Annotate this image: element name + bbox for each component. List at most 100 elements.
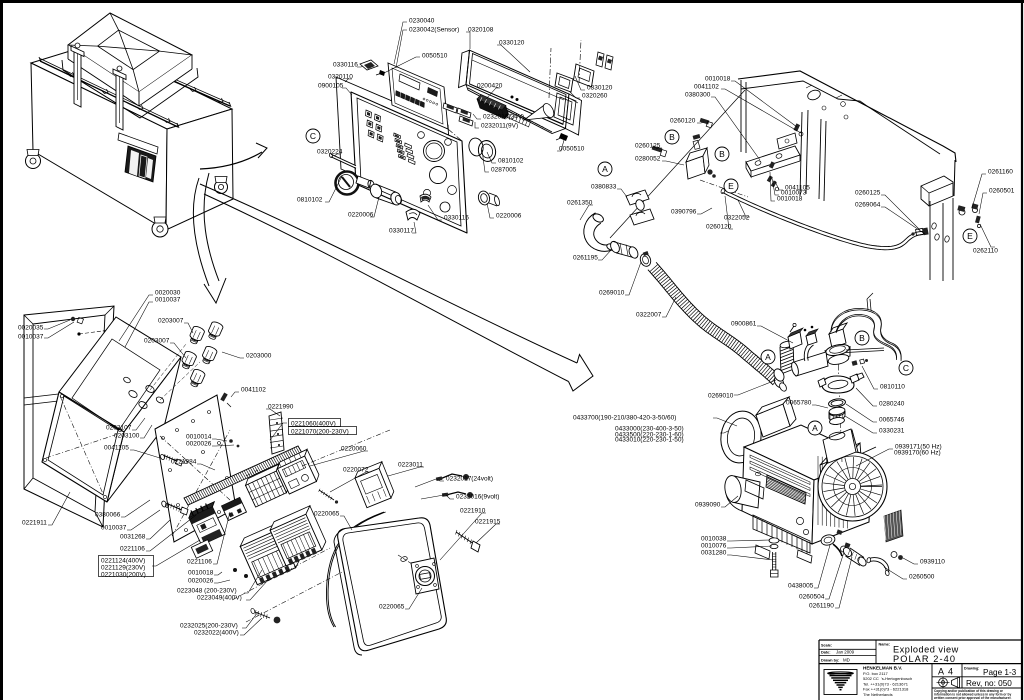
svg-text:0260120: 0260120 — [706, 223, 732, 230]
svg-text:0020030: 0020030 — [155, 289, 181, 296]
svg-text:B: B — [669, 132, 675, 142]
svg-text:0320224: 0320224 — [317, 148, 343, 155]
svg-text:0330231: 0330231 — [879, 427, 905, 434]
svg-text:0041102: 0041102 — [694, 83, 719, 90]
svg-text:0433500(220-230-1-60): 0433500(220-230-1-60) — [615, 431, 684, 438]
svg-text:0200420: 0200420 — [477, 82, 503, 89]
svg-text:B: B — [859, 333, 865, 343]
svg-text:0031280: 0031280 — [701, 549, 727, 556]
svg-text:E: E — [967, 231, 973, 241]
svg-text:0269010: 0269010 — [599, 289, 625, 296]
svg-text:0322007: 0322007 — [636, 311, 662, 318]
svg-text:0020035: 0020035 — [18, 324, 44, 331]
svg-text:0433010(220-230-1-50): 0433010(220-230-1-50) — [615, 436, 684, 443]
svg-text:0223011: 0223011 — [398, 461, 423, 468]
svg-text:0900861: 0900861 — [731, 320, 757, 327]
svg-text:0380066: 0380066 — [95, 511, 121, 518]
svg-text:0939110: 0939110 — [920, 558, 945, 565]
svg-text:0221911: 0221911 — [22, 519, 47, 526]
svg-text:0221070(200-230V): 0221070(200-230V) — [291, 428, 349, 435]
svg-text:0939171(50 Hz): 0939171(50 Hz) — [895, 443, 942, 450]
svg-text:5202 CC 's-Hertogenbosch: 5202 CC 's-Hertogenbosch — [863, 676, 912, 681]
svg-text:0230042(Sensor): 0230042(Sensor) — [409, 26, 459, 33]
svg-text:written consent prior approval: written consent prior approval of the ma… — [933, 696, 1012, 700]
svg-text:0261195: 0261195 — [573, 254, 598, 261]
svg-text:0900105: 0900105 — [318, 82, 344, 89]
svg-text:Scale:: Scale: — [821, 643, 832, 647]
svg-text:Tel. ++31(0)73 - 6213671: Tel. ++31(0)73 - 6213671 — [863, 681, 909, 686]
svg-text:A 4: A 4 — [938, 667, 954, 677]
svg-text:0220065: 0220065 — [379, 603, 405, 610]
svg-text:A: A — [602, 164, 608, 174]
svg-text:Rev, no: 050: Rev, no: 050 — [966, 679, 1012, 688]
svg-text:0260504: 0260504 — [799, 593, 825, 600]
svg-text:0050510: 0050510 — [559, 145, 585, 152]
svg-text:0939090: 0939090 — [695, 501, 721, 508]
svg-text:0065746: 0065746 — [879, 416, 905, 423]
svg-text:0260120: 0260120 — [670, 117, 696, 124]
svg-text:E: E — [728, 181, 734, 191]
svg-text:0232017(24volt): 0232017(24volt) — [446, 475, 493, 482]
svg-text:0050510: 0050510 — [422, 52, 448, 59]
svg-text:0287005: 0287005 — [491, 166, 517, 173]
svg-text:0269010: 0269010 — [708, 392, 734, 399]
svg-text:0433700(190-210/380-420-3-50/6: 0433700(190-210/380-420-3-50/60) — [573, 414, 676, 421]
svg-text:0221129(230V): 0221129(230V) — [101, 564, 145, 571]
svg-text:0031268: 0031268 — [120, 533, 146, 540]
svg-text:0221910: 0221910 — [460, 507, 486, 514]
svg-text:0232022(400V): 0232022(400V) — [194, 629, 239, 636]
svg-text:Drawn by:: Drawn by: — [821, 658, 839, 662]
svg-text:0260500: 0260500 — [909, 573, 935, 580]
svg-text:0020026: 0020026 — [186, 440, 212, 447]
svg-text:0939170(60 Hz): 0939170(60 Hz) — [894, 449, 941, 456]
svg-text:0380833: 0380833 — [591, 183, 617, 190]
svg-text:POLAR 2-40: POLAR 2-40 — [893, 654, 956, 664]
svg-text:0269064: 0269064 — [855, 201, 881, 208]
svg-text:0223048 (200-230V): 0223048 (200-230V) — [177, 587, 237, 594]
svg-text:0232011(9V): 0232011(9V) — [481, 122, 518, 129]
svg-text:0010014: 0010014 — [186, 433, 212, 440]
svg-text:The Netherlands: The Netherlands — [863, 692, 893, 697]
svg-text:C: C — [310, 131, 316, 141]
svg-text:0320110: 0320110 — [328, 73, 353, 80]
svg-text:A: A — [765, 352, 771, 362]
svg-text:0433000(230-400-3-50): 0433000(230-400-3-50) — [615, 425, 684, 432]
svg-text:0220072: 0220072 — [343, 466, 369, 473]
svg-text:0010037: 0010037 — [101, 524, 127, 531]
svg-text:0810102: 0810102 — [297, 196, 323, 203]
svg-text:0221060(400V): 0221060(400V) — [291, 420, 336, 427]
svg-text:0260125: 0260125 — [635, 142, 661, 149]
svg-text:0260125: 0260125 — [855, 189, 881, 196]
svg-text:Page 1-3: Page 1-3 — [983, 668, 1017, 677]
svg-text:0041105: 0041105 — [785, 184, 810, 191]
svg-text:0010038: 0010038 — [701, 535, 727, 542]
svg-text:0010018: 0010018 — [705, 75, 731, 82]
svg-text:0223049(400V): 0223049(400V) — [197, 594, 242, 601]
svg-text:HENKELMAN B.V.: HENKELMAN B.V. — [863, 666, 902, 671]
svg-text:0438005: 0438005 — [788, 582, 814, 589]
svg-text:Drawing:: Drawing: — [964, 667, 979, 671]
svg-text:0261160: 0261160 — [988, 168, 1013, 175]
svg-text:MD: MD — [843, 658, 850, 663]
svg-text:information is not allowed unl: information is not allowed unless in any… — [934, 692, 1011, 696]
svg-text:0221106: 0221106 — [187, 558, 212, 565]
svg-text:0010018: 0010018 — [777, 195, 803, 202]
svg-text:0010076: 0010076 — [701, 542, 727, 549]
svg-text:0330117: 0330117 — [389, 227, 414, 234]
svg-text:0221106: 0221106 — [120, 545, 145, 552]
svg-text:0330120: 0330120 — [499, 39, 525, 46]
svg-text:0221030(200V): 0221030(200V) — [101, 571, 146, 578]
svg-text:0221124(400V): 0221124(400V) — [101, 557, 145, 564]
svg-text:0262110: 0262110 — [973, 247, 998, 254]
svg-text:Date:: Date: — [821, 650, 831, 654]
svg-text:C: C — [903, 363, 909, 373]
svg-text:0230040: 0230040 — [409, 17, 435, 24]
svg-text:0320260: 0320260 — [582, 92, 608, 99]
svg-text:Exploded view: Exploded view — [893, 645, 959, 655]
svg-text:0232010(24V): 0232010(24V) — [483, 113, 524, 120]
svg-text:Copying and/or publication of: Copying and/or publication of this drawi… — [934, 689, 1004, 693]
svg-text:B: B — [719, 149, 725, 159]
svg-text:Jan 2009: Jan 2009 — [836, 650, 855, 655]
svg-text:0330116: 0330116 — [333, 61, 358, 68]
svg-text:0203107: 0203107 — [106, 424, 132, 431]
